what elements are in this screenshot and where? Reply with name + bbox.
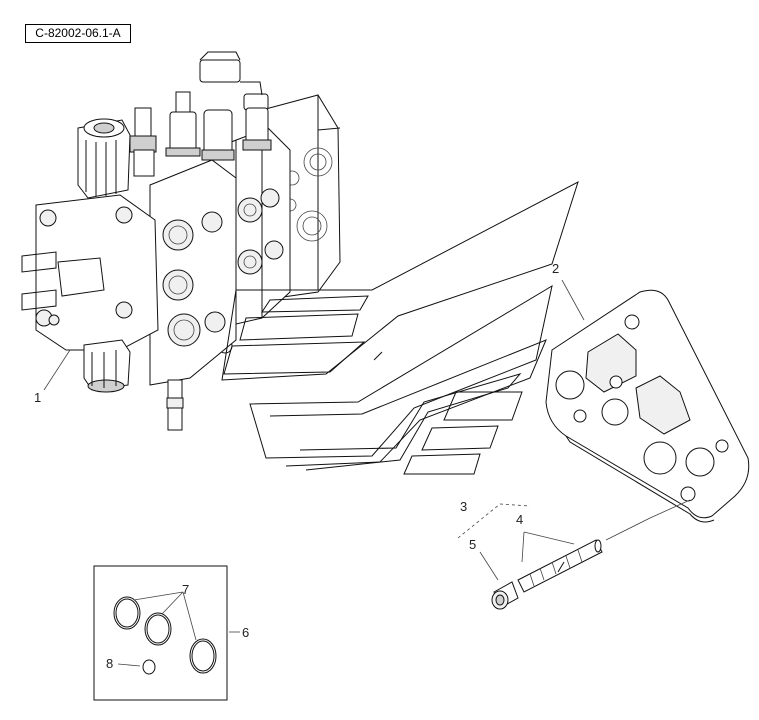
callout-4: 4 [516,512,523,527]
leader-lines [43,279,585,667]
callout-8: 8 [106,656,113,671]
control-valve-assembly [21,51,341,431]
callout-5: 5 [469,537,476,552]
gasket-plate [545,289,750,523]
callout-7: 7 [182,582,189,597]
callout-2: 2 [552,261,559,276]
seal-kit [93,565,228,701]
callout-3: 3 [460,499,467,514]
fastener-group [457,499,691,610]
reference-code-label: C-82002-06.1-A [25,24,131,43]
callout-1: 1 [34,390,41,405]
callout-6: 6 [242,625,249,640]
flow-path-schematic [221,180,579,475]
